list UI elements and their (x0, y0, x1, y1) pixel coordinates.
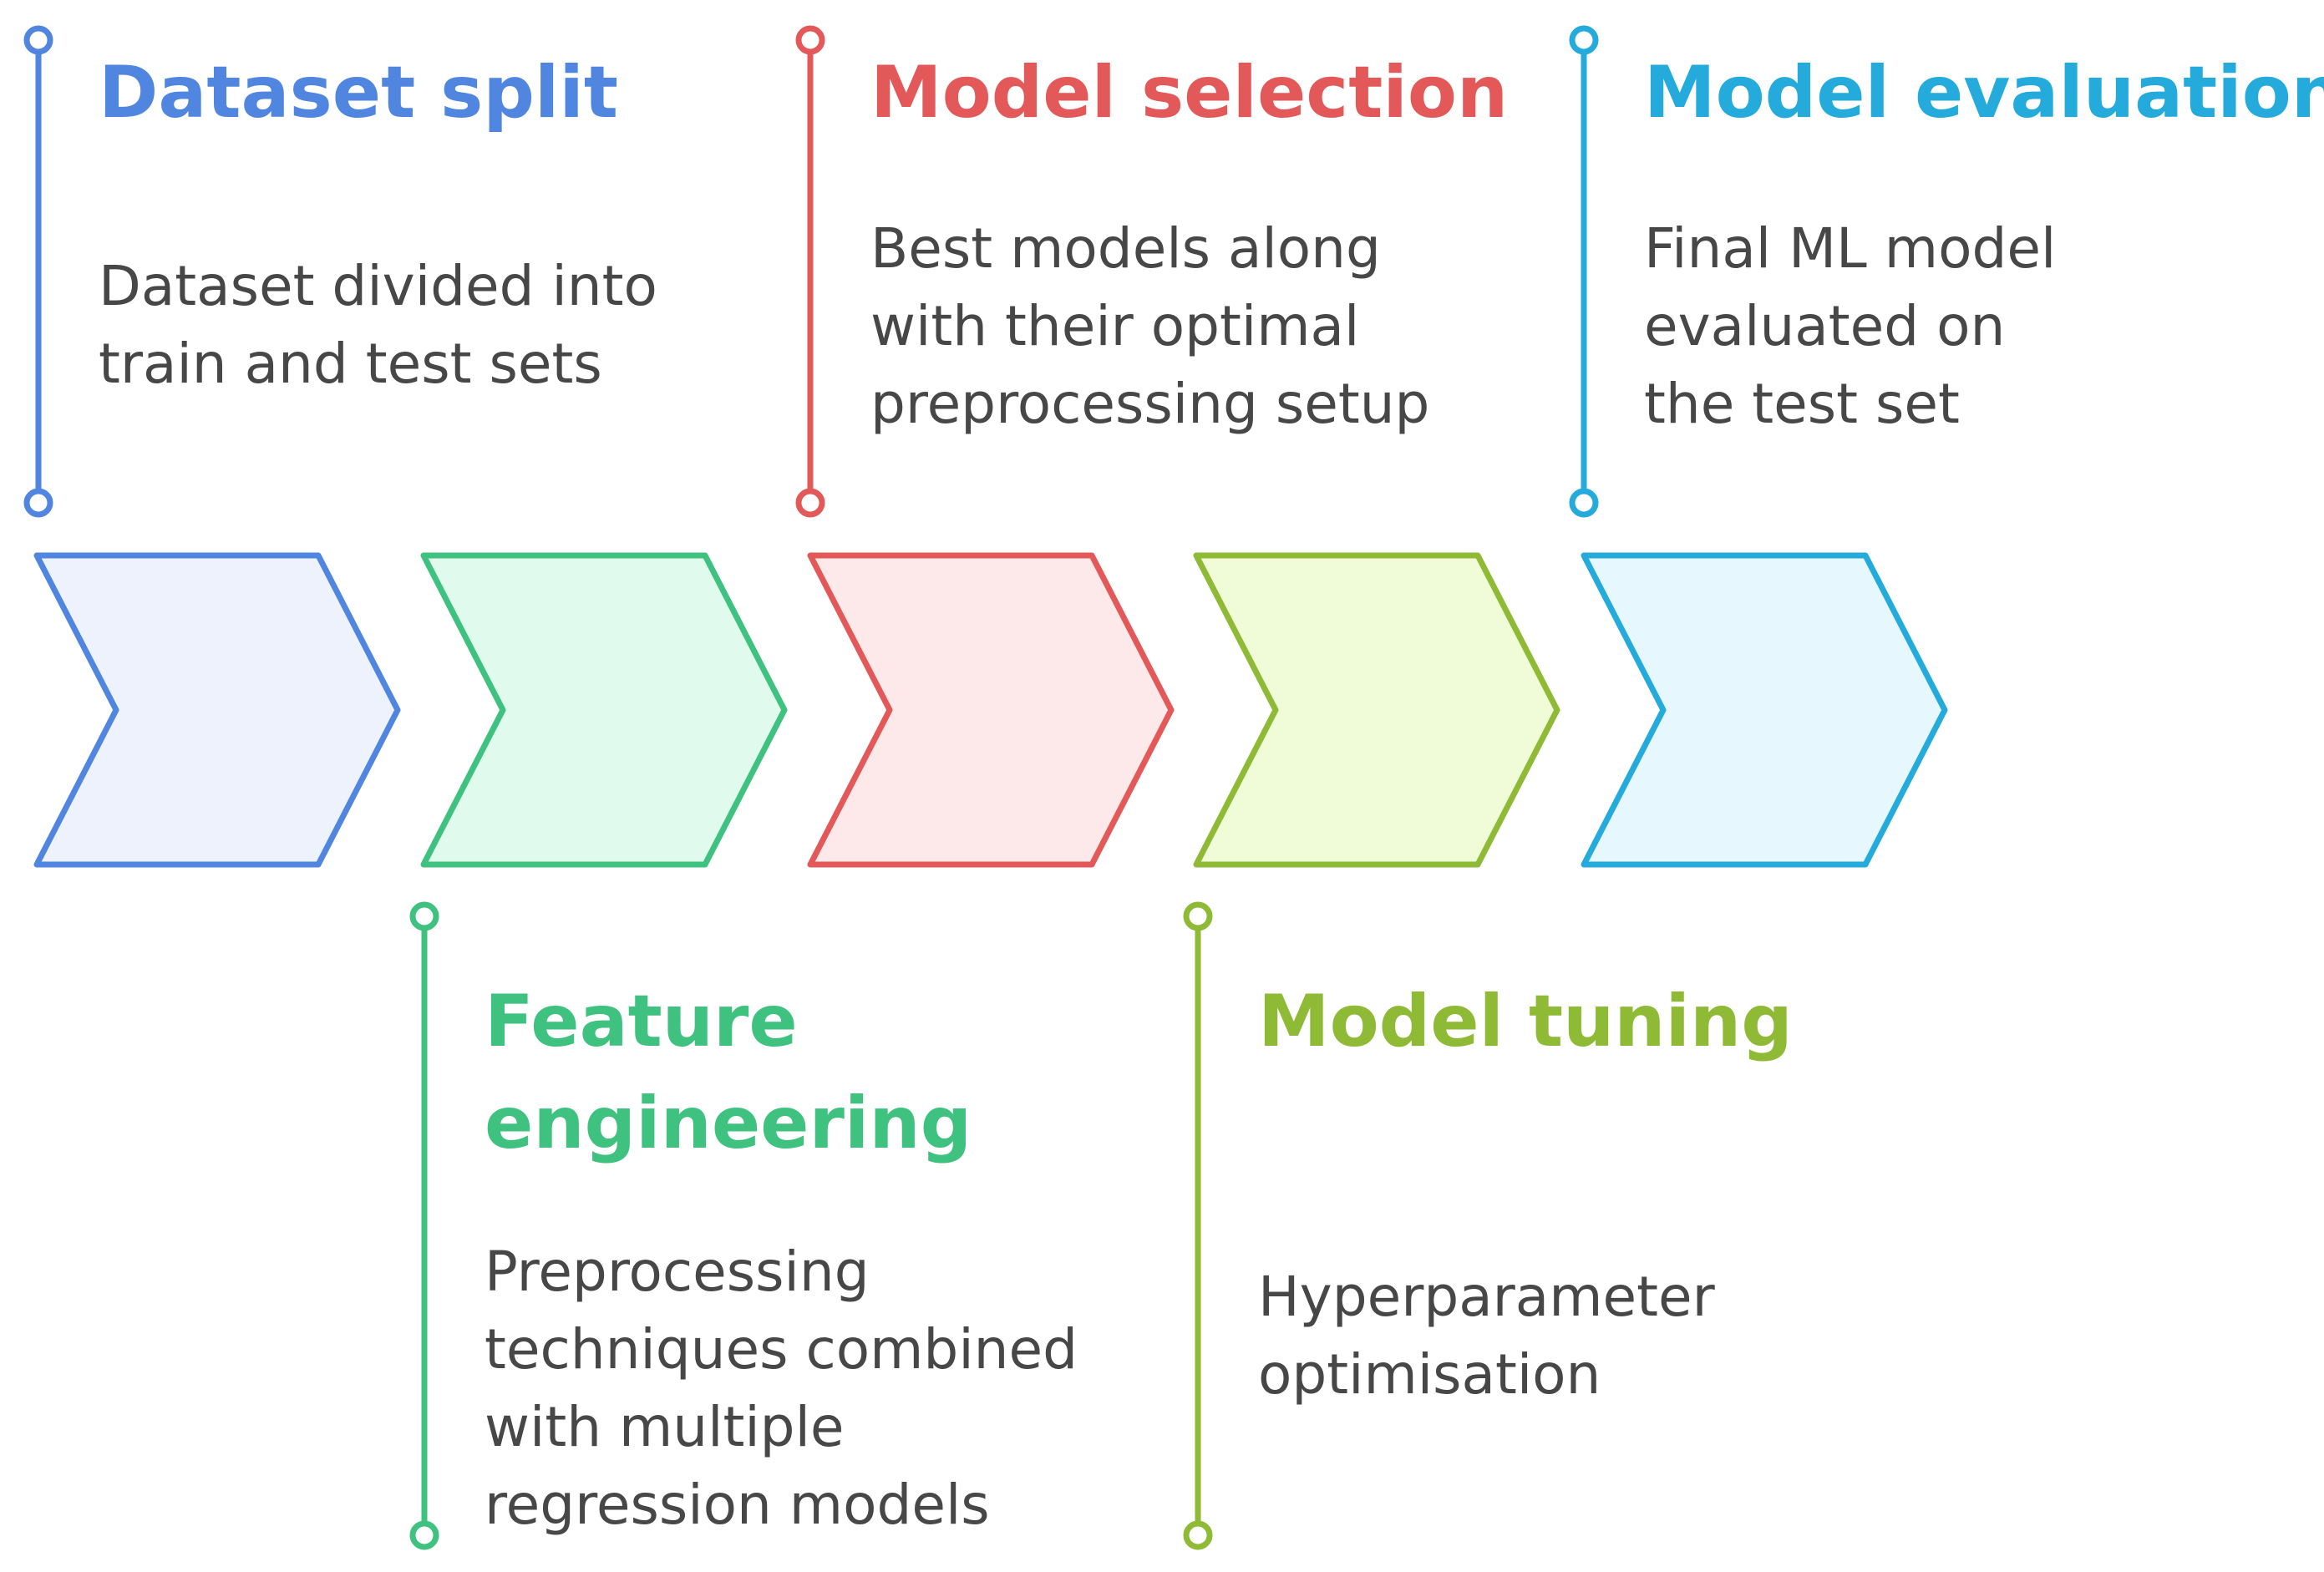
feature-engineering-description-line: regression models (485, 1473, 990, 1537)
feature-engineering-description-line: techniques combined (485, 1317, 1078, 1382)
dataset-split-end-dot (23, 488, 53, 518)
model-tuning-start-dot (1183, 901, 1213, 931)
model-evaluation-start-dot (1569, 25, 1599, 55)
model-tuning-chevron (1193, 552, 1560, 868)
model-evaluation-end-dot (1569, 488, 1599, 518)
feature-engineering-title-line: engineering (485, 1082, 972, 1165)
feature-engineering-end-dot (409, 1520, 439, 1550)
model-tuning-description-line: optimisation (1258, 1342, 1601, 1407)
model-selection-chevron (807, 552, 1175, 868)
model-selection-title-line: Model selection (870, 51, 1508, 134)
model-selection-description-line: with their optimal (870, 294, 1359, 358)
model-selection-description-line: Best models along (870, 216, 1381, 281)
dataset-split-title-line: Dataset split (99, 51, 618, 134)
pipeline-chevrons (33, 552, 1948, 868)
model-tuning-title-line: Model tuning (1258, 980, 1793, 1063)
feature-engineering-title-line: Feature (485, 980, 798, 1063)
model-evaluation-description-line: the test set (1644, 372, 1960, 436)
feature-engineering-description-line: Preprocessing (485, 1240, 870, 1304)
feature-engineering-chevron (420, 552, 788, 868)
model-tuning-description-line: Hyperparameter (1258, 1265, 1716, 1329)
dataset-split-chevron (33, 552, 401, 868)
model-evaluation-description-line: evaluated on (1644, 294, 2005, 358)
model-evaluation-title-line: Model evaluation (1644, 51, 2324, 134)
model-selection-start-dot (795, 25, 825, 55)
dataset-split-description-line: train and test sets (99, 332, 602, 396)
model-evaluation-chevron (1581, 552, 1948, 868)
dataset-split-start-dot (23, 25, 53, 55)
model-selection-description-line: preprocessing setup (870, 372, 1429, 436)
model-tuning-end-dot (1183, 1520, 1213, 1550)
feature-engineering-description-line: with multiple (485, 1395, 845, 1459)
dataset-split-description-line: Dataset divided into (99, 254, 657, 318)
model-evaluation-description-line: Final ML model (1644, 216, 2056, 281)
model-selection-end-dot (795, 488, 825, 518)
feature-engineering-start-dot (409, 901, 439, 931)
